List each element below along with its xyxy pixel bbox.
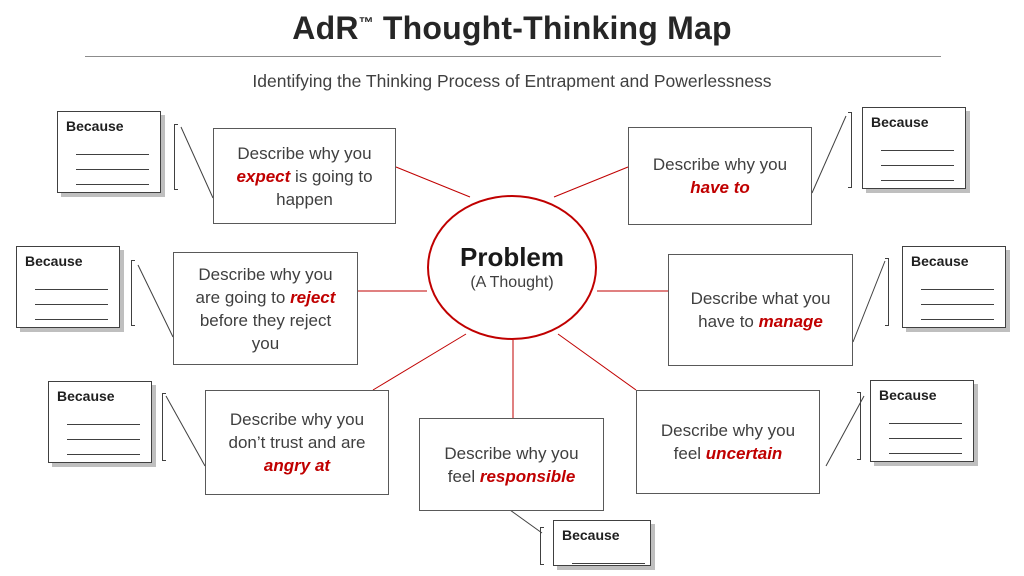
bracket-responsible <box>540 527 544 565</box>
because-box-manage: Because <box>902 246 1006 328</box>
prompt-trust: Describe why you don’t trust and are ang… <box>205 390 389 495</box>
because-label: Because <box>66 118 124 134</box>
bracket-trust <box>162 393 166 461</box>
prompt-manage: Describe what you have to manage <box>668 254 853 366</box>
page-subtitle: Identifying the Thinking Process of Entr… <box>252 71 772 91</box>
blank-line <box>76 184 149 185</box>
blank-line <box>889 423 962 424</box>
blank-line <box>881 150 954 151</box>
blank-line <box>889 438 962 439</box>
bracket-link-responsible <box>509 509 543 534</box>
prompt-expect: Describe why you expect is going to happ… <box>213 128 396 224</box>
bracket-have-to <box>848 112 852 188</box>
connector-trust <box>372 333 467 391</box>
problem-title: Problem <box>459 241 565 272</box>
blank-line <box>35 304 108 305</box>
bracket-uncertain <box>857 392 861 460</box>
bracket-link-manage <box>852 260 886 343</box>
bracket-link-reject <box>137 264 174 338</box>
bracket-manage <box>885 258 889 326</box>
blank-line <box>67 454 140 455</box>
problem-circle: Problem (A Thought) <box>427 195 597 340</box>
connector-expect <box>395 166 471 198</box>
bracket-link-uncertain <box>825 395 865 467</box>
because-box-uncertain: Because <box>870 380 974 462</box>
blank-line <box>921 319 994 320</box>
prompt-responsible: Describe why you feel responsible <box>419 418 604 511</box>
blank-line <box>921 289 994 290</box>
prompt-reject: Describe why you are going to reject bef… <box>173 252 358 365</box>
blank-line <box>881 180 954 181</box>
blank-line <box>921 304 994 305</box>
page-title: AdR™ Thought-Thinking Map <box>292 10 732 46</box>
bracket-expect <box>174 124 178 190</box>
bracket-link-have-to <box>811 115 847 194</box>
because-label: Because <box>871 114 929 130</box>
connector-uncertain <box>557 333 637 391</box>
blank-line <box>76 154 149 155</box>
blank-line <box>881 165 954 166</box>
blank-line <box>67 424 140 425</box>
problem-subtitle: (A Thought) <box>470 273 554 291</box>
because-box-have-to: Because <box>862 107 966 189</box>
title-divider <box>85 56 941 57</box>
connector-have-to <box>553 166 629 198</box>
because-box-reject: Because <box>16 246 120 328</box>
bracket-reject <box>131 260 135 326</box>
blank-line <box>76 169 149 170</box>
because-label: Because <box>57 388 115 404</box>
because-label: Because <box>911 253 969 269</box>
blank-line <box>889 453 962 454</box>
blank-line <box>572 563 645 564</box>
because-label: Because <box>879 387 937 403</box>
blank-line <box>67 439 140 440</box>
because-box-responsible: Because <box>553 520 651 566</box>
because-label: Because <box>562 527 620 543</box>
prompt-have-to: Describe why you have to <box>628 127 812 225</box>
prompt-uncertain: Describe why you feel uncertain <box>636 390 820 494</box>
because-label: Because <box>25 253 83 269</box>
because-box-expect: Because <box>57 111 161 193</box>
blank-line <box>35 319 108 320</box>
bracket-link-trust <box>165 395 206 467</box>
bracket-link-expect <box>180 126 214 199</box>
because-box-trust: Because <box>48 381 152 463</box>
blank-line <box>35 289 108 290</box>
